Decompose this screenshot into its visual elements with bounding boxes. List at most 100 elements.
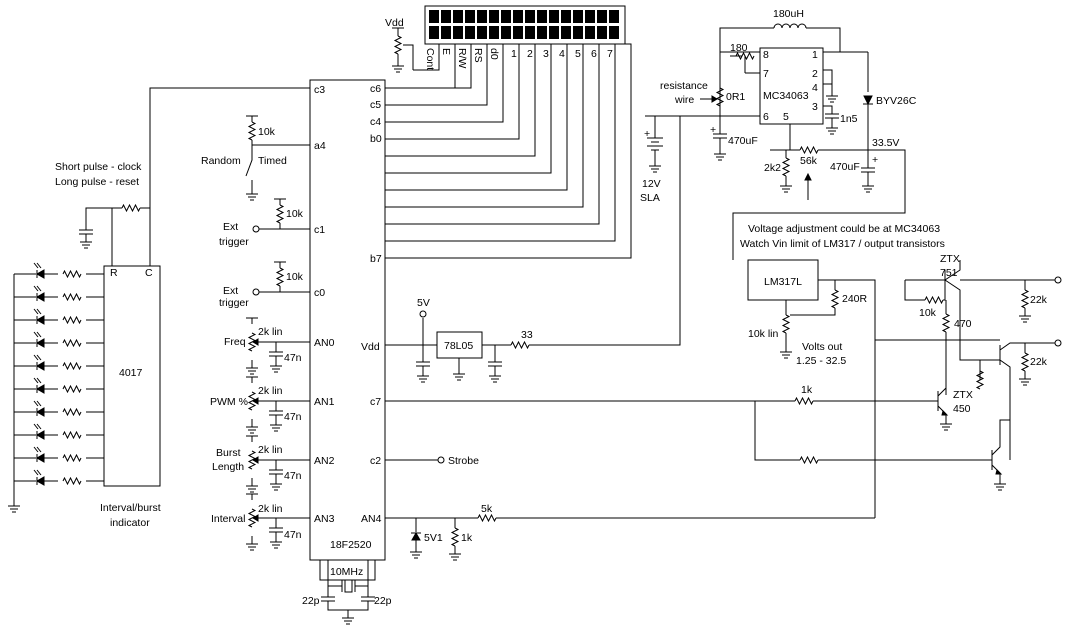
led-resistor (62, 477, 82, 485)
led-resistor (62, 362, 82, 370)
pin-c6: c6 (370, 83, 381, 95)
lcd-char-cell (501, 26, 511, 39)
lcd-char-cell (561, 10, 571, 23)
lcd-pin-rs: RS (472, 48, 484, 63)
pin-c1: c1 (314, 224, 325, 236)
r0r1-label: 0R1 (726, 91, 745, 103)
cap-pwm-value: 47n (284, 411, 302, 423)
note-line-1: Voltage adjustment could be at MC34063 (748, 223, 940, 235)
a4-resistor: 10k (258, 126, 276, 138)
lcd-pin-7: 7 (607, 48, 613, 60)
led-resistor (62, 316, 82, 324)
lcd-pin-4: 4 (559, 48, 565, 60)
lcd-pin-3: 3 (543, 48, 549, 60)
cap-in-plus: + (710, 124, 716, 136)
ztx-mid-label: ZTX (953, 389, 973, 401)
timed-label: Timed (258, 155, 287, 167)
wire-c3 (149, 87, 310, 266)
lcd-pin-1: 1 (511, 48, 517, 60)
pwm-label: PWM % (210, 396, 248, 408)
lcd-char-cell (489, 10, 499, 23)
pot-burst-value: 2k lin (258, 444, 283, 456)
cap-out-label: 470uF (830, 161, 860, 173)
battery-label-1: 12V (642, 178, 661, 190)
smps-pin-1: 1 (812, 49, 818, 61)
r56k-label: 56k (800, 155, 818, 167)
r22k-bottom-label: 22k (1030, 356, 1048, 368)
short-pulse-label: Short pulse - clock (55, 161, 142, 173)
long-pulse-label: Long pulse - reset (55, 176, 139, 188)
lcd-char-cell (477, 26, 487, 39)
length-label: Length (212, 461, 244, 473)
lcd-char-cell (441, 10, 451, 23)
pot-freq-value: 2k lin (258, 326, 283, 338)
freq-label: Freq (224, 336, 246, 348)
smps-pin-2: 2 (812, 68, 818, 80)
cap-22p-left: 22p (302, 595, 320, 607)
r240-label: 240R (842, 293, 868, 305)
pot-pwm-value: 2k lin (258, 385, 283, 397)
counter-reset: R (110, 267, 118, 279)
lcd-char-cell (597, 10, 607, 23)
lcd-char-cell (429, 10, 439, 23)
pin-b7: b7 (370, 253, 382, 265)
counter-clock: C (145, 267, 153, 279)
led-indicator (33, 423, 45, 440)
inductor-label: 180uH (773, 8, 804, 20)
regulator-label: 78L05 (444, 340, 473, 352)
mcu-name: 18F2520 (330, 539, 372, 551)
led-array (7, 262, 104, 513)
crystal (319, 559, 376, 625)
led-resistor (62, 431, 82, 439)
led-resistor (62, 454, 82, 462)
lcd-char-cell (465, 10, 475, 23)
counter-name: 4017 (119, 367, 143, 379)
lcd-display (424, 5, 626, 45)
pin-c4: c4 (370, 116, 381, 128)
c0-ext-label: Ext (223, 285, 238, 297)
cap-22p-right: 22p (374, 595, 392, 607)
cap-out-plus: + (872, 154, 878, 166)
pin-an3: AN3 (314, 513, 335, 525)
r180-label: 180 (730, 42, 748, 54)
analog-pots (245, 317, 310, 551)
r10k-out-label: 10k (919, 307, 937, 319)
crystal-label: 10MHz (330, 566, 363, 578)
lcd-pin-cont: Cont (424, 48, 436, 70)
lcd-pin-6: 6 (591, 48, 597, 60)
smps-pin-7: 7 (763, 68, 769, 80)
cap-burst-value: 47n (284, 470, 302, 482)
counter-caption-1: Interval/burst (100, 502, 161, 514)
diode-label: BYV26C (876, 95, 917, 107)
lcd-pin-2: 2 (527, 48, 533, 60)
volts-range-label: 1.25 - 32.5 (796, 355, 846, 367)
r2k2-label: 2k2 (764, 162, 781, 174)
c0-resistor: 10k (286, 271, 304, 283)
lcd-char-cell (573, 26, 583, 39)
pin-an0: AN0 (314, 337, 335, 349)
smps-pin-5: 5 (783, 111, 789, 123)
lcd-char-cell (549, 10, 559, 23)
wire-label: wire (674, 94, 694, 106)
r1k-an4-label: 1k (461, 532, 473, 544)
lcd-char-cell (609, 10, 619, 23)
lcd-char-cell (525, 26, 535, 39)
smps-pin-4: 4 (812, 82, 818, 94)
pin-c7: c7 (370, 396, 381, 408)
lcd-vdd-label: Vdd (385, 17, 404, 29)
lcd-char-cell (597, 26, 607, 39)
lcd-char-cell (489, 26, 499, 39)
lcd-char-cell (453, 10, 463, 23)
pot-volts-label: 10k lin (748, 328, 779, 340)
r1k-c7-label: 1k (801, 384, 813, 396)
five-v-label: 5V (417, 297, 430, 309)
c1-trigger-label: trigger (219, 236, 249, 248)
lcd-wiring (385, 27, 632, 259)
lm317-regulator (747, 259, 819, 301)
lcd-char-cell (561, 26, 571, 39)
ztx751-label: 751 (940, 267, 958, 279)
strobe-label: Strobe (448, 455, 479, 467)
led-indicator (33, 446, 45, 463)
r5k-label: 5k (481, 503, 493, 515)
regulator-78l05 (436, 331, 483, 359)
